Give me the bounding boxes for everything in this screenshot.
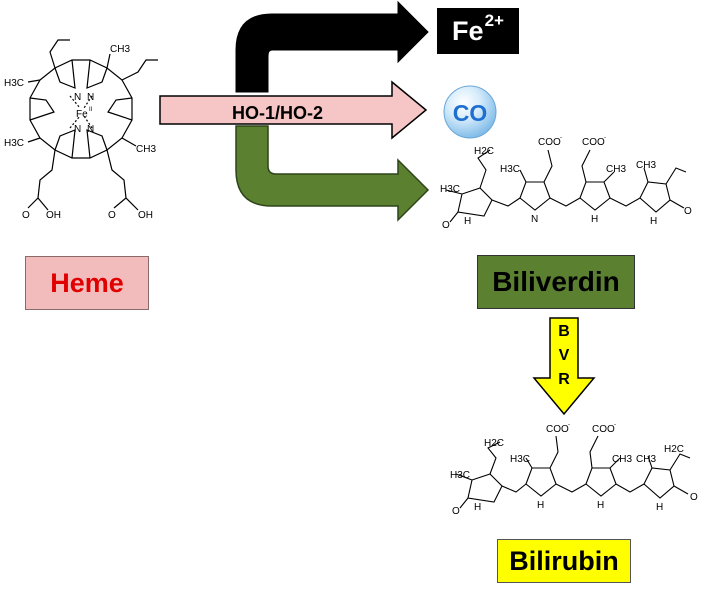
bv-o-4: O — [684, 206, 692, 217]
heme-structure — [27, 39, 158, 211]
heme-methyl-left: H3C — [4, 78, 24, 89]
br-o-4: O — [690, 492, 698, 503]
bilirubin-structure — [455, 435, 691, 509]
bv-nh-4: H — [650, 216, 657, 227]
br-nh-2: H — [537, 500, 544, 511]
heme-methyl-top: CH3 — [110, 44, 130, 55]
biliverdin-atom-labels: COO - COO - H2C H3C H3C CH3 CH3 O H N H … — [440, 135, 692, 231]
biliverdin-label: Biliverdin — [477, 255, 635, 309]
br-vinyl-1: H2C — [484, 438, 504, 449]
heme-acid-o-right: O — [108, 210, 116, 221]
heme-methyl-left-bottom: H3C — [4, 138, 24, 149]
iron-release-arrow — [235, 0, 429, 93]
heme-n-1: N — [74, 92, 81, 103]
br-nh-4: H — [656, 502, 663, 513]
iron-symbol: Fe — [452, 15, 484, 46]
heme-n-4: N — [87, 124, 94, 135]
heme-atom-labels: N N N N Fe II CH3 H3C H3C CH3 O OH O OH — [4, 44, 156, 221]
bv-nh-1: H — [464, 216, 471, 227]
br-methyl-1: H3C — [450, 470, 470, 481]
bv-o-1: O — [442, 220, 450, 231]
br-nh-3: H — [597, 500, 604, 511]
bv-coo-1: COO — [538, 137, 561, 148]
bv-vinyl: H2C — [474, 146, 494, 157]
bvr-letter-v: V — [559, 347, 570, 364]
iron-charge: 2+ — [484, 11, 504, 30]
br-coo-1-charge: - — [568, 422, 570, 428]
heme-n-2: N — [87, 92, 94, 103]
ho-enzyme-arrow — [159, 80, 428, 140]
br-vinyl-2: H2C — [664, 444, 684, 455]
br-coo-1: COO — [546, 424, 569, 435]
bv-methyl-3: CH3 — [606, 164, 626, 175]
bv-coo-2-charge: - — [604, 135, 606, 141]
heme-metal: Fe — [76, 109, 88, 120]
br-methyl-3: CH3 — [612, 454, 632, 465]
heme-methyl-right-bottom: CH3 — [136, 144, 156, 155]
bv-methyl-1: H3C — [440, 184, 460, 195]
co-sphere — [443, 85, 497, 139]
biliverdin-structure — [445, 149, 687, 223]
heme-acid-oh-left: OH — [46, 210, 61, 221]
bv-methyl-4: CH3 — [636, 160, 656, 171]
bv-coo-1-charge: - — [560, 135, 562, 141]
biliverdin-formation-arrow — [235, 125, 430, 222]
heme-metal-ox: II — [89, 107, 93, 113]
br-methyl-2: H3C — [510, 454, 530, 465]
ho-enzyme-label: HO-1/HO-2 — [232, 103, 323, 123]
br-coo-2-charge: - — [614, 422, 616, 428]
co-label: CO — [453, 100, 488, 126]
heme-acid-oh-right: OH — [138, 210, 153, 221]
br-methyl-4: CH3 — [636, 454, 656, 465]
bvr-arrow — [532, 317, 596, 416]
bvr-letter-r: R — [558, 371, 570, 388]
br-o-1: O — [452, 506, 460, 517]
bvr-letter-b: B — [558, 323, 570, 340]
heme-acid-o-left: O — [22, 210, 30, 221]
br-nh-1: H — [474, 502, 481, 513]
heme-label: Heme — [25, 256, 149, 310]
bv-n-2: N — [531, 214, 538, 225]
bilirubin-label: Bilirubin — [497, 539, 631, 583]
br-coo-2: COO — [592, 424, 615, 435]
bilirubin-atom-labels: COO - COO - H2C H2C H3C H3C CH3 CH3 O H … — [450, 422, 698, 517]
bv-methyl-2: H3C — [500, 164, 520, 175]
bv-coo-2: COO — [582, 137, 605, 148]
heme-n-3: N — [74, 124, 81, 135]
bv-nh-3: H — [591, 214, 598, 225]
